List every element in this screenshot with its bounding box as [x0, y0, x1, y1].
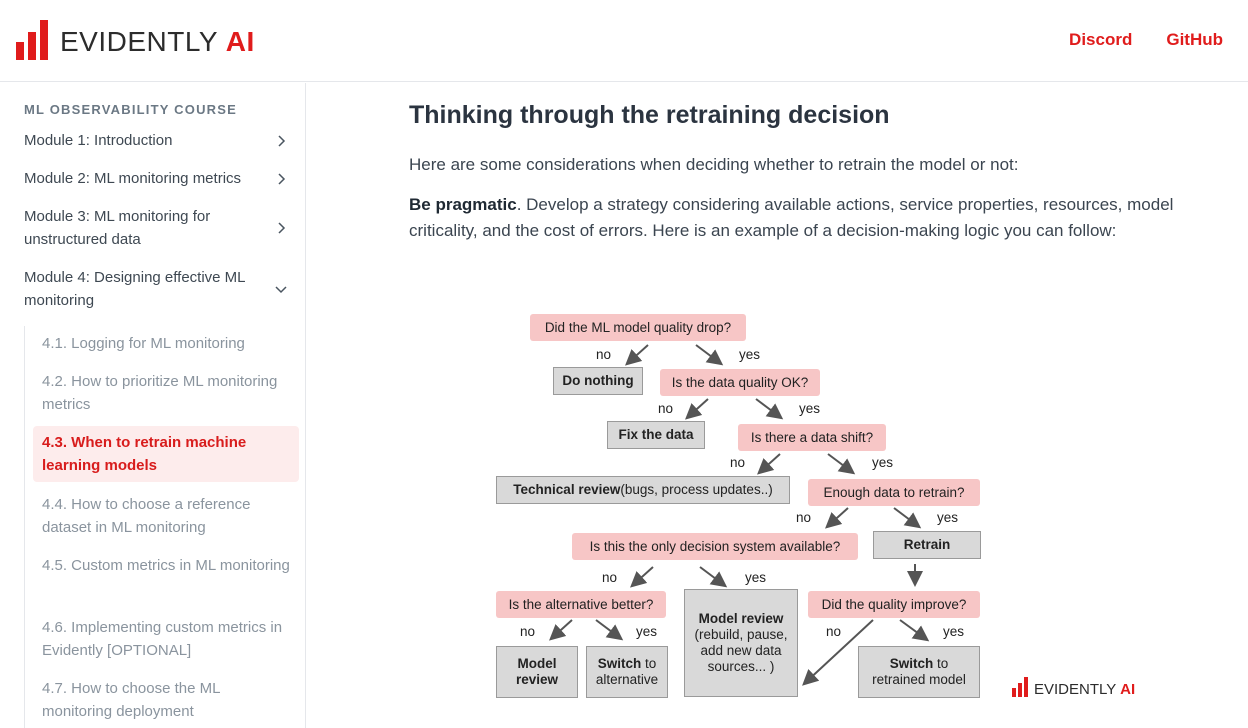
- pragmatic-text: . Develop a strategy considering availab…: [409, 195, 1174, 240]
- chevron-right-icon: [278, 222, 286, 234]
- node-do-nothing: Do nothing: [553, 367, 643, 395]
- label-no: no: [520, 624, 536, 639]
- node-only-system: Is this the only decision system availab…: [572, 533, 858, 560]
- module-4-subnav: 4.1. Logging for ML monitoring 4.2. How …: [24, 326, 300, 728]
- switch-alt-rest: to alternative: [595, 656, 659, 687]
- node-technical-review: Technical review (bugs, process updates.…: [496, 476, 790, 504]
- pragmatic-paragraph: Be pragmatic. Develop a strategy conside…: [409, 192, 1179, 243]
- label-yes: yes: [872, 455, 894, 470]
- tech-review-bold: Technical review: [513, 482, 621, 497]
- label-no: no: [596, 347, 612, 362]
- sidebar-item-4-3-active[interactable]: 4.3. When to retrain machine learning mo…: [33, 426, 299, 482]
- nav-link-github[interactable]: GitHub: [1166, 30, 1223, 49]
- switch-retrained-bold: Switch: [889, 656, 934, 671]
- node-data-quality: Is the data quality OK?: [660, 369, 820, 396]
- model-review-bold: Model review: [698, 611, 784, 626]
- node-model-review-rebuild: Model review(rebuild, pause, add new dat…: [684, 589, 798, 697]
- node-enough-data: Enough data to retrain?: [808, 479, 980, 506]
- chevron-right-icon: [278, 172, 286, 185]
- sidebar-module-4[interactable]: Module 4: Designing effective ML monitor…: [24, 266, 294, 312]
- sidebar-item-4-4[interactable]: 4.4. How to choose a reference dataset i…: [42, 496, 251, 536]
- switch-retrained-rest: to retrained model: [872, 656, 966, 687]
- sidebar-module-3[interactable]: Module 3: ML monitoring for unstructured…: [24, 205, 294, 251]
- label-yes: yes: [636, 624, 658, 639]
- course-sidebar: ML OBSERVABILITY COURSE Module 1: Introd…: [0, 83, 306, 728]
- module-label: Module 4: Designing effective ML monitor…: [24, 269, 245, 309]
- label-yes: yes: [739, 347, 761, 362]
- sidebar-module-1[interactable]: Module 1: Introduction: [24, 129, 294, 152]
- course-title: ML OBSERVABILITY COURSE: [24, 102, 237, 117]
- module-label: Module 2: ML monitoring metrics: [24, 170, 242, 187]
- nav-link-discord[interactable]: Discord: [1069, 30, 1133, 49]
- logo-wordmark: EVIDENTLY AI: [60, 26, 255, 57]
- label-yes: yes: [745, 570, 767, 585]
- retraining-decision-diagram: Did the ML model quality drop? no yes Do…: [490, 305, 1150, 710]
- node-alternative-better: Is the alternative better?: [496, 591, 666, 618]
- sidebar-item-4-2[interactable]: 4.2. How to prioritize ML monitoring met…: [42, 373, 278, 413]
- node-model-review: Model review: [496, 646, 578, 698]
- module-label: Module 1: Introduction: [24, 132, 173, 149]
- evidently-logo[interactable]: EVIDENTLY AI: [16, 20, 255, 60]
- logo-bars-icon: [1012, 677, 1028, 697]
- header-nav: Discord GitHub: [1069, 30, 1223, 50]
- sidebar-item-4-5[interactable]: 4.5. Custom metrics in ML monitoring: [42, 557, 290, 574]
- sidebar-item-4-6[interactable]: 4.6. Implementing custom metrics in Evid…: [42, 619, 283, 659]
- label-no: no: [602, 570, 618, 585]
- label-no: no: [730, 455, 746, 470]
- label-yes: yes: [943, 624, 965, 639]
- sidebar-module-2[interactable]: Module 2: ML monitoring metrics: [24, 167, 294, 190]
- node-retrain: Retrain: [873, 531, 981, 559]
- model-review-rest: (rebuild, pause, add new data sources...…: [694, 627, 788, 674]
- chevron-down-icon: [275, 286, 287, 294]
- chevron-right-icon: [278, 134, 286, 147]
- pragmatic-bold: Be pragmatic: [409, 195, 517, 214]
- top-header: EVIDENTLY AI Discord GitHub: [0, 0, 1248, 82]
- label-yes: yes: [937, 510, 959, 525]
- diagram-arrows: [549, 344, 930, 686]
- node-quality-improve: Did the quality improve?: [808, 591, 980, 618]
- node-data-shift: Is there a data shift?: [738, 424, 886, 451]
- switch-alt-bold: Switch: [597, 656, 642, 671]
- node-switch-alternative: Switch to alternative: [586, 646, 668, 698]
- diagram-evidently-logo: EVIDENTLY AI: [1012, 677, 1135, 697]
- node-fix-data: Fix the data: [607, 421, 705, 449]
- node-quality-drop: Did the ML model quality drop?: [530, 314, 746, 341]
- label-no: no: [796, 510, 812, 525]
- label-no: no: [826, 624, 842, 639]
- section-heading: Thinking through the retraining decision: [409, 101, 890, 129]
- tech-review-rest: (bugs, process updates..): [620, 482, 773, 497]
- label-yes: yes: [799, 401, 821, 416]
- logo-bars-icon: [16, 20, 48, 60]
- article-content: Thinking through the retraining decision…: [409, 96, 1189, 240]
- sidebar-item-4-7[interactable]: 4.7. How to choose the ML monitoring dep…: [42, 680, 220, 720]
- sidebar-item-4-1[interactable]: 4.1. Logging for ML monitoring: [42, 335, 245, 352]
- diagram-logo-wordmark: EVIDENTLY AI: [1034, 681, 1136, 698]
- module-label: Module 3: ML monitoring for unstructured…: [24, 208, 211, 248]
- intro-paragraph: Here are some considerations when decidi…: [409, 155, 1019, 174]
- label-no: no: [658, 401, 674, 416]
- node-switch-retrained: Switch to retrained model: [858, 646, 980, 698]
